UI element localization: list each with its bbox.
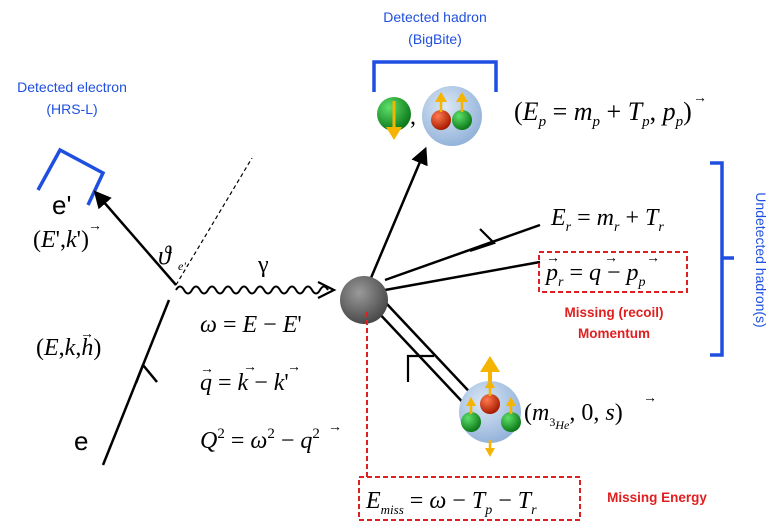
svg-text:→: → — [328, 420, 342, 435]
detected-hadron-line — [366, 146, 428, 286]
svg-text:→: → — [693, 91, 707, 106]
incoming-electron-label: e — [74, 426, 88, 456]
electron-final-state-eq: (E',k') → — [33, 219, 102, 253]
svg-text:→: → — [80, 327, 94, 342]
svg-text:(Ep = mp + Tp, pp): (Ep = mp + Tp, pp) — [514, 97, 692, 130]
svg-text:(m3He, 0, s): (m3He, 0, s) — [524, 400, 623, 432]
interaction-vertex-blob — [340, 276, 388, 324]
svg-text:ϑ: ϑ — [158, 241, 172, 270]
target-arrow — [406, 354, 434, 382]
hrs-l-label: (HRS-L) — [46, 101, 97, 117]
electron-initial-state-eq: (E,k,h) → — [36, 327, 101, 361]
missing-energy-box — [358, 476, 581, 521]
svg-text:(E,k,h): (E,k,h) — [36, 335, 101, 361]
svg-text:→: → — [643, 391, 657, 406]
hadron-energy-momentum-eq: (Ep = mp + Tp, pp) → — [514, 91, 707, 130]
bigbite-label: (BigBite) — [408, 31, 462, 47]
svg-text:(E',k'): (E',k') — [33, 227, 89, 253]
recoil-arrow — [469, 228, 497, 253]
bigbite-detector-bracket — [372, 60, 498, 92]
omega-equation: ω = E − E' — [200, 312, 302, 338]
recoil-momentum-box — [538, 251, 688, 293]
virtual-photon-wavy — [175, 285, 329, 295]
svg-text:→: → — [243, 360, 257, 375]
missing-recoil-label: Missing (recoil) — [564, 305, 663, 320]
recoil-momentum-eq: pr = q − pp → → → — [544, 251, 660, 290]
detected-deuteron-icon — [422, 86, 482, 146]
svg-text:e': e' — [178, 259, 186, 273]
recoil-energy-eq: Er = mr + Tr — [550, 205, 664, 235]
q-squared-equation: Q2 = ω2 − q2 → — [200, 420, 342, 454]
svg-text:→: → — [200, 362, 214, 377]
detected-electron-label: Detected electron — [17, 79, 127, 95]
hrs-l-detector-bracket — [36, 147, 106, 206]
detected-proton-icon: , — [377, 97, 416, 140]
svg-text:pr = q − pp: pr = q − pp — [544, 260, 646, 290]
helium3-target-icon — [459, 356, 521, 457]
detected-hadron-label: Detected hadron — [383, 9, 487, 25]
svg-text:→: → — [88, 219, 102, 234]
target-state-eq: (m3He, 0, s) → — [524, 391, 657, 432]
incoming-electron-arrow — [134, 364, 158, 384]
beam-direction-dashed — [175, 157, 253, 286]
svg-text:→: → — [546, 251, 560, 266]
momentum-label: Momentum — [578, 326, 650, 341]
recoil-line-1 — [384, 223, 541, 282]
scattered-electron-label: e' — [52, 190, 71, 220]
missing-energy-eq: Emiss = ω − Tp − Tr — [365, 488, 537, 518]
target-line-2 — [384, 301, 480, 403]
undetected-hadrons-label: Undetected hadron(s) — [753, 192, 769, 327]
undetected-hadrons-bracket — [710, 161, 734, 357]
svg-text:,: , — [410, 104, 416, 130]
scattering-angle-label: ϑ e' — [158, 241, 186, 273]
recoil-line-2 — [384, 260, 541, 292]
photon-label: γ — [257, 252, 269, 278]
scattered-electron-line — [93, 190, 177, 286]
svg-text:→: → — [604, 251, 618, 266]
svg-text:→: → — [646, 251, 660, 266]
q-vector-equation: q = k − k' → → → — [200, 360, 301, 396]
missing-energy-label: Missing Energy — [607, 490, 707, 505]
photon-arrow-head — [317, 281, 337, 299]
svg-text:→: → — [287, 360, 301, 375]
svg-text:q = k − k': q = k − k' — [200, 370, 289, 396]
svg-text:Q2 = ω2 − q2: Q2 = ω2 − q2 — [200, 426, 320, 454]
target-line-1 — [375, 309, 471, 411]
